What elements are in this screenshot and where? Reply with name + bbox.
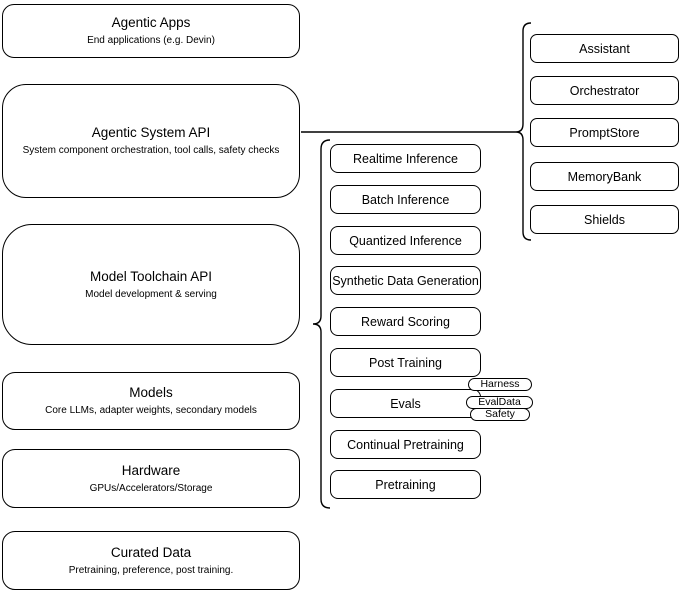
- node-promptstore-label: PromptStore: [569, 125, 640, 140]
- tag-harness-label: Harness: [480, 378, 520, 390]
- tag-evaldata-label: EvalData: [478, 396, 521, 408]
- node-synthetic-data-generation: Synthetic Data Generation: [330, 266, 481, 295]
- tag-harness: Harness: [468, 378, 532, 391]
- node-hardware-subtitle: GPUs/Accelerators/Storage: [89, 482, 213, 494]
- node-curated-data-subtitle: Pretraining, preference, post training.: [68, 564, 234, 576]
- node-batch-inference-label: Batch Inference: [361, 192, 450, 207]
- node-memorybank-label: MemoryBank: [567, 169, 642, 184]
- tag-safety-label: Safety: [485, 408, 515, 420]
- node-reward-scoring-label: Reward Scoring: [361, 314, 450, 329]
- node-post-training: Post Training: [330, 348, 481, 377]
- node-realtime-inference: Realtime Inference: [330, 144, 481, 173]
- node-pretraining-label: Pretraining: [375, 477, 436, 492]
- node-shields-label: Shields: [584, 212, 625, 227]
- node-evals: Evals: [330, 389, 481, 418]
- node-model-toolchain-api-subtitle: Model development & serving: [85, 288, 217, 300]
- node-post-training-label: Post Training: [369, 355, 442, 370]
- node-realtime-inference-label: Realtime Inference: [353, 151, 458, 166]
- node-pretraining: Pretraining: [330, 470, 481, 499]
- tag-safety: Safety: [470, 408, 530, 421]
- node-reward-scoring: Reward Scoring: [330, 307, 481, 336]
- node-memorybank: MemoryBank: [530, 162, 679, 191]
- node-quantized-inference-label: Quantized Inference: [349, 233, 462, 248]
- node-synthetic-data-generation-label: Synthetic Data Generation: [332, 273, 479, 288]
- brace-toolchain: [312, 139, 331, 509]
- node-hardware-title: Hardware: [121, 462, 181, 478]
- node-models-subtitle: Core LLMs, adapter weights, secondary mo…: [45, 405, 257, 416]
- node-models: Models Core LLMs, adapter weights, secon…: [2, 372, 300, 430]
- node-model-toolchain-api: Model Toolchain API Model development & …: [2, 224, 300, 345]
- node-quantized-inference: Quantized Inference: [330, 226, 481, 255]
- node-assistant: Assistant: [530, 34, 679, 63]
- node-model-toolchain-api-title: Model Toolchain API: [89, 268, 213, 284]
- node-orchestrator: Orchestrator: [530, 76, 679, 105]
- node-continual-pretraining-label: Continual Pretraining: [347, 437, 464, 452]
- node-hardware: Hardware GPUs/Accelerators/Storage: [2, 449, 300, 508]
- node-agentic-system-api-title: Agentic System API: [91, 125, 211, 140]
- node-agentic-system-api: Agentic System API System component orch…: [2, 84, 300, 198]
- node-shields: Shields: [530, 205, 679, 234]
- node-curated-data-title: Curated Data: [110, 544, 192, 560]
- node-orchestrator-label: Orchestrator: [569, 83, 640, 98]
- node-assistant-label: Assistant: [579, 41, 630, 56]
- node-agentic-apps-title: Agentic Apps: [111, 15, 191, 30]
- node-promptstore: PromptStore: [530, 118, 679, 147]
- node-agentic-apps-subtitle: End applications (e.g. Devin): [87, 35, 215, 46]
- node-models-title: Models: [129, 385, 173, 400]
- node-agentic-system-api-subtitle: System component orchestration, tool cal…: [22, 145, 280, 156]
- node-curated-data: Curated Data Pretraining, preference, po…: [2, 531, 300, 590]
- brace-system-components: [515, 22, 532, 241]
- node-batch-inference: Batch Inference: [330, 185, 481, 214]
- node-evals-label: Evals: [390, 396, 421, 411]
- node-agentic-apps: Agentic Apps End applications (e.g. Devi…: [2, 4, 300, 58]
- node-continual-pretraining: Continual Pretraining: [330, 430, 481, 459]
